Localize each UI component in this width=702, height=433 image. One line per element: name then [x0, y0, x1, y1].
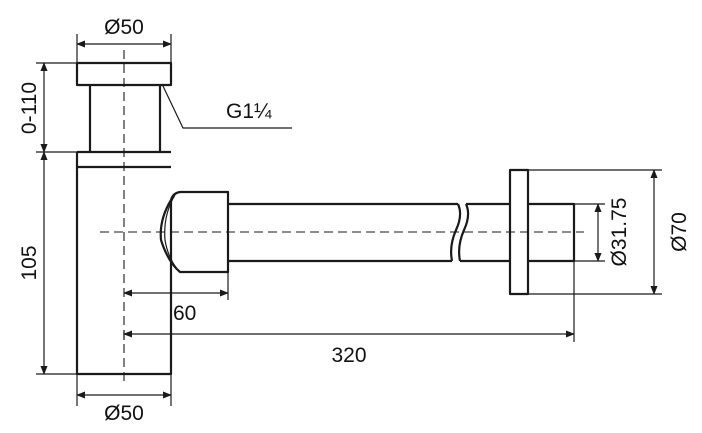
siphon-outline: [75, 61, 576, 376]
label-outlet-length: 320: [331, 344, 366, 367]
elbow-inner-curve: [164, 194, 179, 271]
pipe-break-right: [458, 203, 470, 262]
wall-tube: [528, 202, 576, 263]
label-flange-diameter: Ø70: [668, 212, 691, 252]
label-bottom-diameter: Ø50: [104, 402, 144, 425]
pipe-left: [228, 202, 458, 263]
label-adjust-height: 0-110: [18, 82, 41, 134]
label-top-diameter: Ø50: [104, 16, 144, 39]
label-outlet-offset: 60: [173, 302, 196, 325]
dimension-lines: [40, 40, 658, 399]
pipe-right: [460, 202, 510, 263]
pipe-break-left: [450, 203, 462, 262]
thread-leader: [161, 83, 292, 129]
center-lines: [100, 50, 584, 382]
riser-neck: [88, 85, 162, 152]
outlet-elbow: [159, 190, 230, 274]
label-pipe-diameter: Ø31.75: [608, 198, 631, 267]
dimension-labels: Ø50 Ø50 0-110 105 G1¼ 60 320 Ø31.75 Ø70: [18, 16, 691, 425]
label-body-height: 105: [18, 245, 41, 280]
label-thread: G1¼: [226, 100, 272, 123]
